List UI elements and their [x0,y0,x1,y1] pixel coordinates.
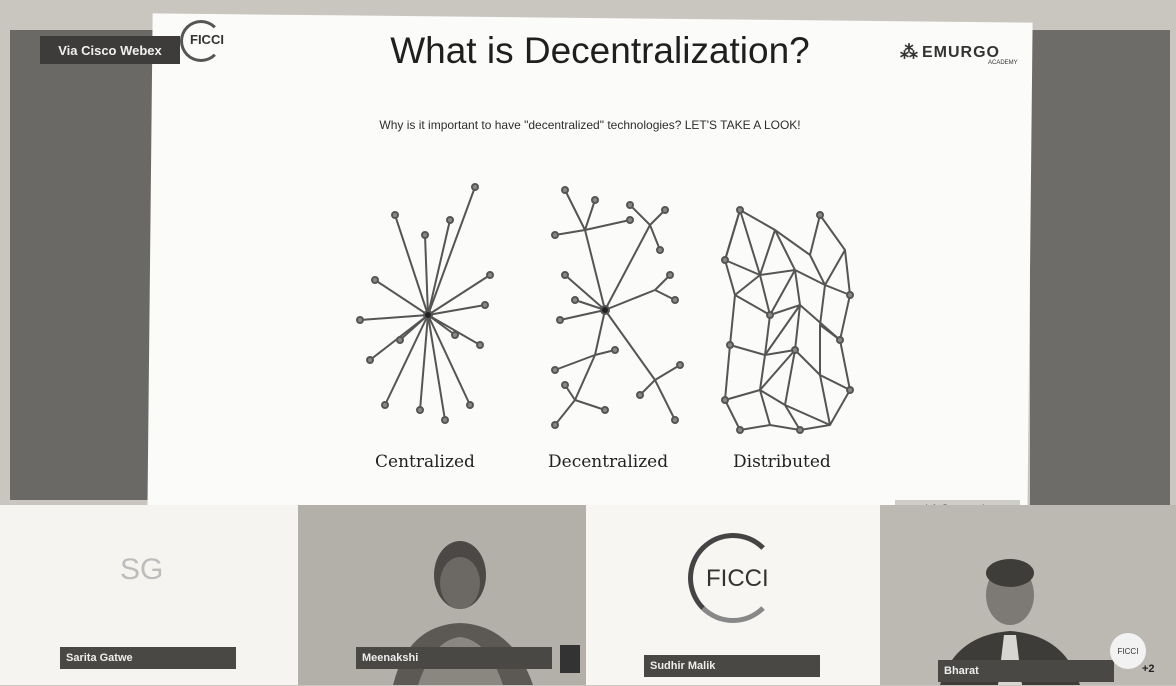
emurgo-logo-subtext: ACADEMY [988,60,1018,66]
participant-tile-1[interactable]: SG Sarita Gatwe [0,505,300,685]
slide-subtitle: Why is it important to have "decentraliz… [379,118,801,132]
label-distributed: Distributed [733,452,831,472]
emurgo-logo: ⁂ EMURGO ACADEMY [900,40,1040,70]
left-background-panel [10,30,160,500]
participant-name: Bharat [938,660,1114,682]
ficci-logo: FICCI [178,18,228,62]
participant-tile-2[interactable]: Meenakshi [298,505,588,685]
ficci-small-logo: FICCI [1110,633,1146,669]
ficci-avatar-logo: FICCI [688,533,778,623]
ficci-logo-text: FICCI [190,32,224,47]
more-participants-count[interactable]: +2 [1142,663,1155,675]
label-decentralized: Decentralized [548,452,669,472]
label-centralized: Centralized [375,452,475,472]
webex-badge: Via Cisco Webex [40,36,180,64]
right-background-panel [1030,30,1170,520]
network-diagrams [356,183,854,434]
ficci-arc-icon [688,533,778,623]
centralized-diagram [356,183,494,424]
ficci-logo-arc-icon [180,20,222,62]
participant-name: Meenakshi [356,647,552,669]
emurgo-logo-text: EMURGO [922,44,1000,61]
participant-name: Sudhir Malik [644,655,820,677]
video-off-indicator [560,645,580,673]
decentralized-diagram [551,186,684,429]
ficci-avatar-text: FICCI [706,565,769,592]
distributed-diagram [721,206,854,434]
participant-name: Sarita Gatwe [60,647,236,669]
participant-tile-3[interactable]: FICCI Sudhir Malik [586,505,881,685]
slide-title: What is Decentralization? [390,30,810,71]
participant-initials: SG [120,553,164,586]
emurgo-mark-icon: ⁂ [900,42,919,62]
participant-tile-4[interactable]: Bharat FICCI +2 [880,505,1176,685]
